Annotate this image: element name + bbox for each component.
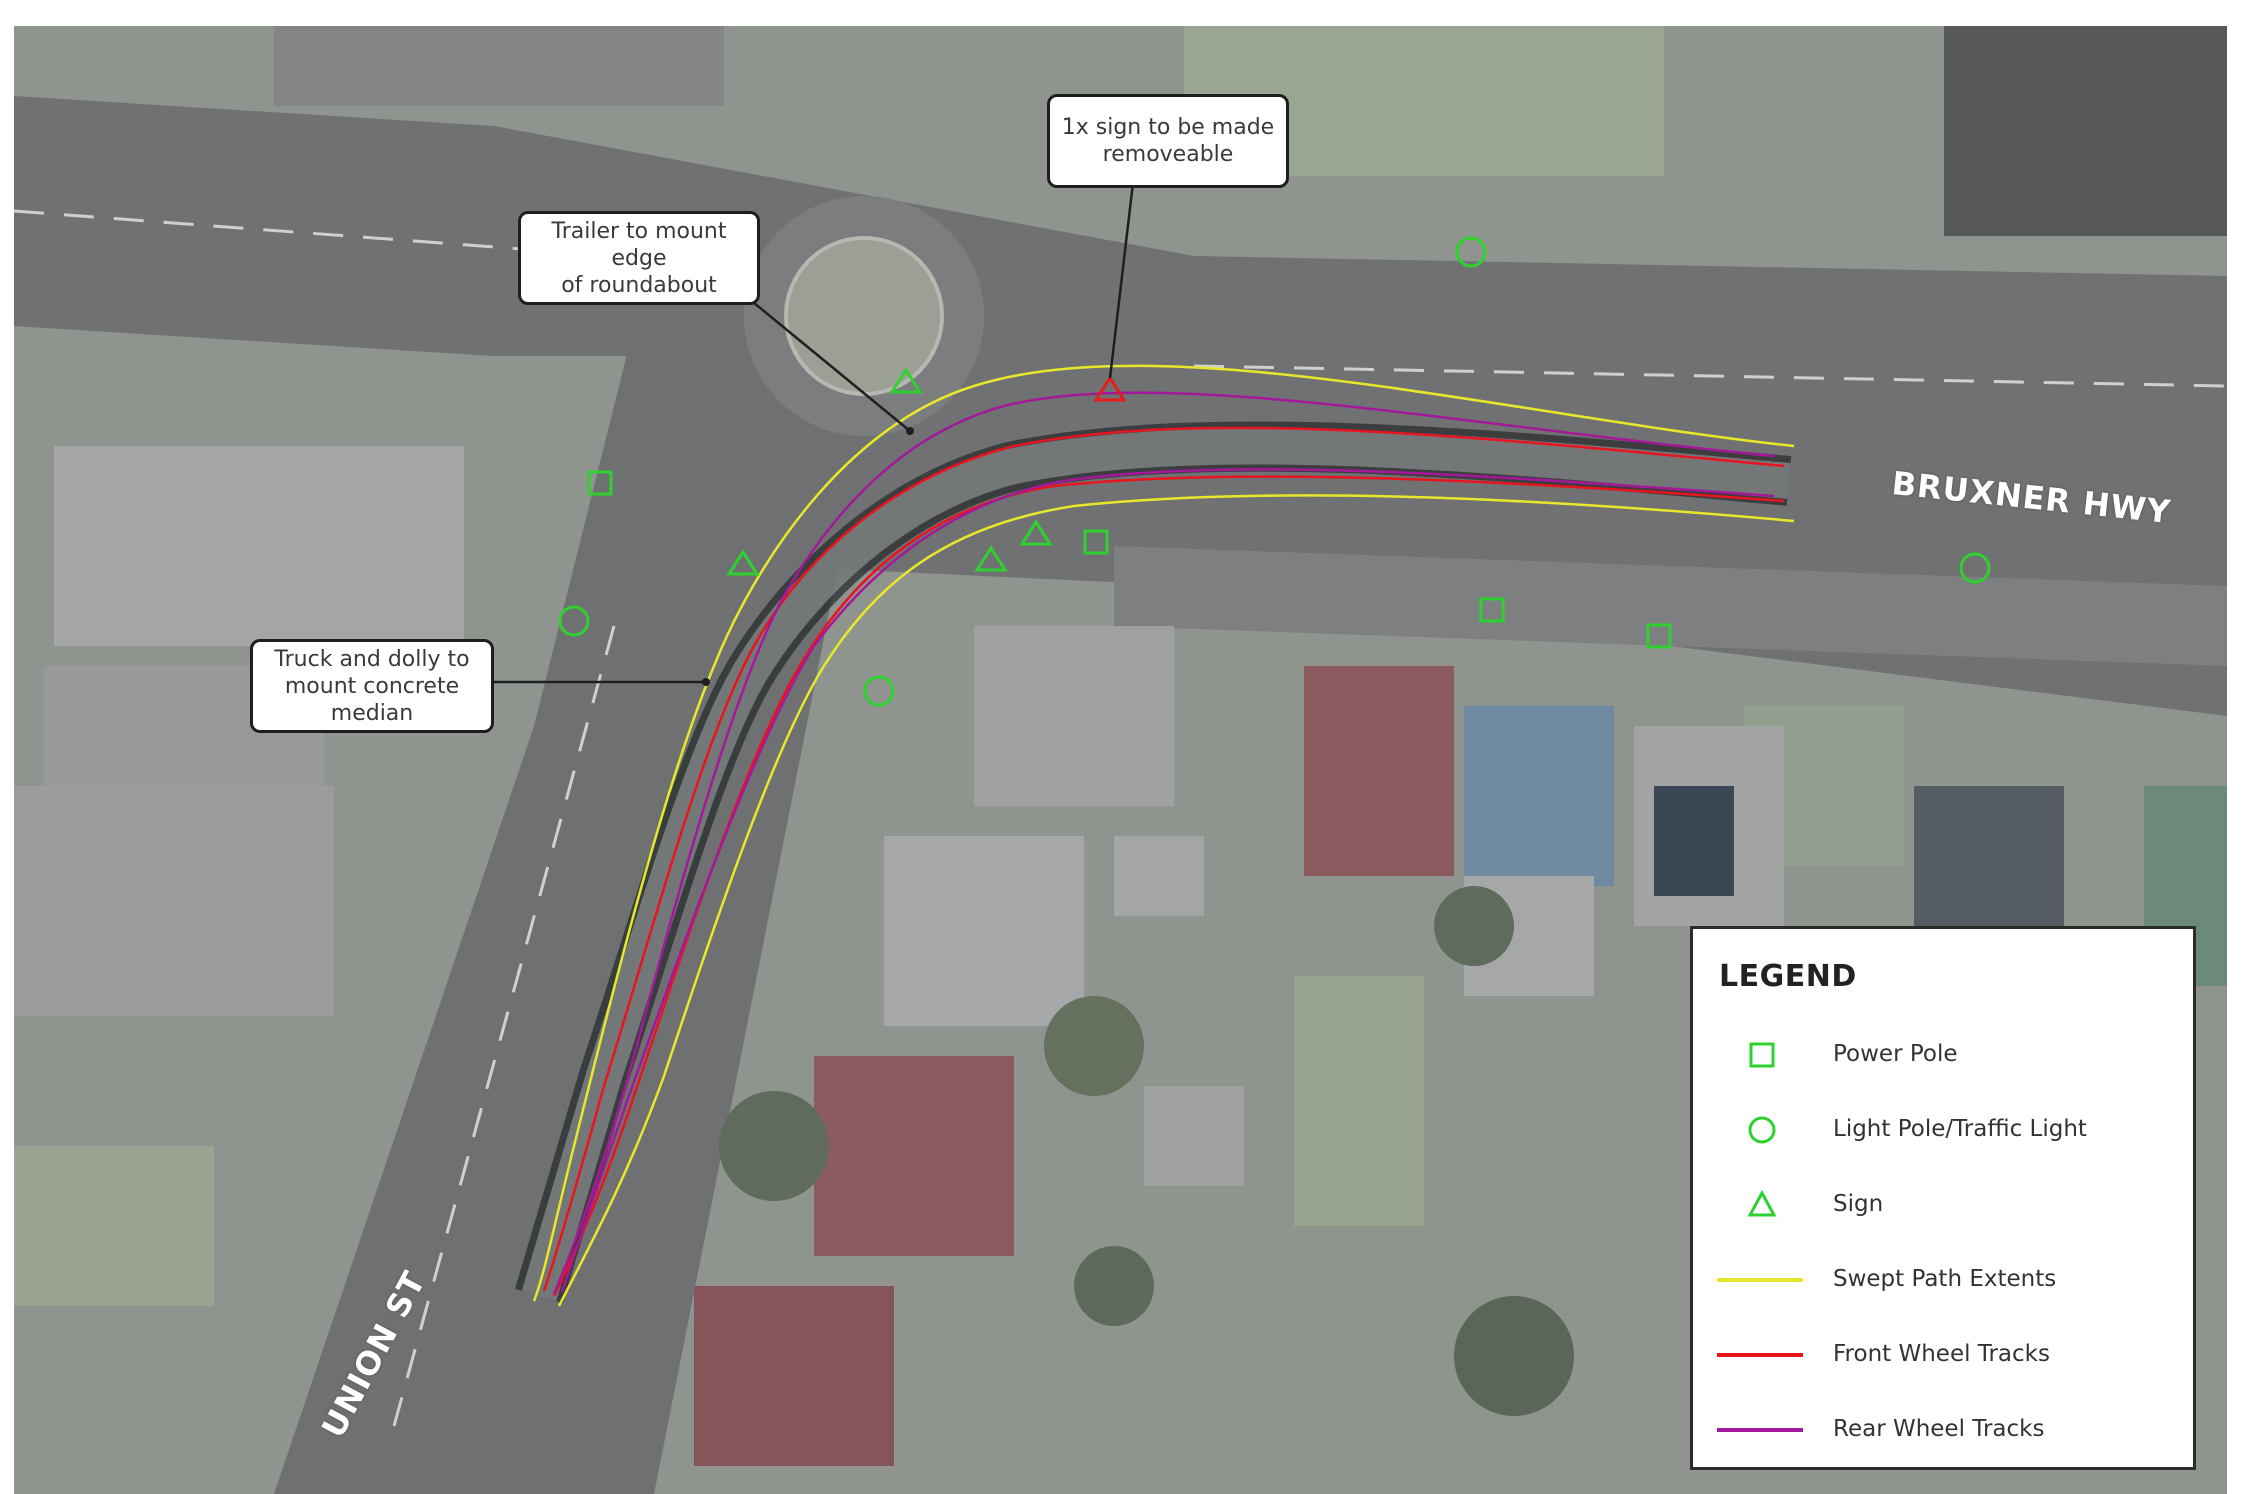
line-icon	[1717, 1278, 1803, 1282]
triangle-icon	[1747, 1189, 1777, 1217]
roundabout-island	[784, 236, 944, 396]
legend-label: Front Wheel Tracks	[1833, 1341, 2050, 1367]
building	[1914, 786, 2064, 946]
tree	[1044, 996, 1144, 1096]
power-pole-icon	[1479, 597, 1505, 623]
line-icon	[1717, 1428, 1803, 1432]
legend-item-light-pole: Light Pole/Traffic Light	[1693, 1110, 2193, 1150]
rear-wheel-track-outer	[552, 391, 1775, 1295]
legend-item-swept-path: Swept Path Extents	[1693, 1260, 2193, 1300]
leader-line-trailer	[747, 297, 911, 432]
legend-label: Light Pole/Traffic Light	[1833, 1116, 2087, 1142]
front-wheel-track-inner	[552, 475, 1785, 1297]
building	[1464, 706, 1614, 886]
tree	[1434, 886, 1514, 966]
building	[884, 836, 1084, 1026]
legend-title: LEGEND	[1719, 959, 1857, 994]
lane-marking	[392, 625, 616, 1427]
aerial-map[interactable]: 1x sign to be made removeable Trailer to…	[14, 26, 2227, 1494]
power-pole-icon	[1646, 623, 1672, 649]
lane-marking	[14, 209, 615, 258]
callout-trailer-text: Trailer to mount edge of roundabout	[551, 218, 727, 298]
legend-label: Power Pole	[1833, 1041, 1958, 1067]
power-pole-icon	[587, 470, 613, 496]
building	[1114, 836, 1204, 916]
light-pole-icon	[1455, 236, 1487, 268]
legend-item-front-wheel: Front Wheel Tracks	[1693, 1335, 2193, 1375]
road-union-st	[274, 326, 874, 1494]
building	[814, 1056, 1014, 1256]
tree	[719, 1091, 829, 1201]
swept-path-extent-inner	[557, 494, 1795, 1307]
grass-area	[14, 1146, 214, 1306]
building	[1304, 666, 1454, 876]
building	[14, 786, 334, 1016]
power-pole-icon	[1083, 529, 1109, 555]
light-pole-icon	[558, 605, 590, 637]
rail-corridor	[1114, 546, 2227, 666]
legend-item-power-pole: Power Pole	[1693, 1035, 2193, 1075]
legend-label: Sign	[1833, 1191, 1884, 1217]
circle-icon	[1748, 1116, 1776, 1144]
building	[54, 446, 464, 646]
legend-label: Swept Path Extents	[1833, 1266, 2057, 1292]
building	[1144, 1086, 1244, 1186]
leader-dot	[906, 427, 914, 435]
sign-icon	[726, 549, 760, 576]
building	[974, 626, 1174, 806]
callout-truck-text: Truck and dolly to mount concrete median	[274, 646, 470, 726]
building	[1944, 26, 2227, 236]
light-pole-icon	[863, 675, 895, 707]
legend: LEGEND Power Pole Light Pole/Traffic Lig…	[1690, 926, 2196, 1470]
legend-item-sign: Sign	[1693, 1185, 2193, 1225]
map-canvas	[14, 26, 2227, 1494]
callout-sign-text: 1x sign to be made removeable	[1061, 115, 1275, 167]
solar-panels	[1654, 786, 1734, 896]
tree	[1074, 1246, 1154, 1326]
sign-icon	[889, 367, 923, 394]
swept-path-extent-outer	[532, 364, 1795, 1302]
callout-truck: Truck and dolly to mount concrete median	[250, 639, 494, 733]
tree	[1454, 1296, 1574, 1416]
light-pole-icon	[1959, 552, 1991, 584]
building	[274, 26, 724, 106]
legend-item-rear-wheel: Rear Wheel Tracks	[1693, 1410, 2193, 1450]
callout-trailer: Trailer to mount edge of roundabout	[518, 211, 760, 305]
leader-line-sign	[1108, 182, 1135, 379]
sign-icon	[974, 545, 1008, 572]
square-icon	[1749, 1042, 1775, 1068]
grass-area	[1294, 976, 1424, 1226]
removable-sign-icon	[1093, 375, 1127, 402]
vehicle-deck	[521, 428, 1791, 1302]
building	[694, 1286, 894, 1466]
rear-wheel-track-inner	[560, 468, 1775, 1293]
lane-marking	[1193, 364, 2227, 388]
front-wheel-track-outer	[542, 426, 1785, 1292]
leader-dot	[702, 678, 710, 686]
legend-label: Rear Wheel Tracks	[1833, 1416, 2045, 1442]
callout-removable-sign: 1x sign to be made removeable	[1047, 94, 1289, 188]
sign-icon	[1019, 519, 1053, 546]
line-icon	[1717, 1353, 1803, 1357]
